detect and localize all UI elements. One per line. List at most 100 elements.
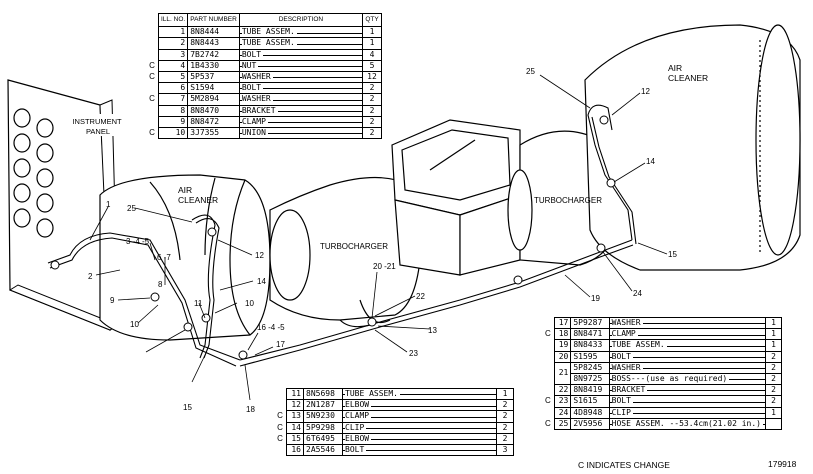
change-flag — [542, 362, 554, 373]
part-number: 5N9230 — [303, 410, 343, 423]
callout-15b: 15 — [668, 250, 677, 259]
quantity: 2 — [764, 395, 783, 408]
change-flag: C — [149, 94, 155, 104]
description: BOLT — [608, 395, 766, 408]
description-text: TUBE ASSEM. — [611, 340, 667, 350]
part-number: 2A5546 — [303, 443, 343, 457]
callout-3-4-5: 3 -4 -5 — [126, 237, 150, 246]
quantity: 5 — [362, 59, 382, 72]
callout-25b: 25 — [526, 67, 535, 76]
part-number: 8N8444 — [187, 26, 240, 39]
ill-number: 14 — [286, 421, 304, 434]
callout-6-7: 6 -7 — [157, 253, 171, 262]
left-air-cleaner-label: AIR CLEANER — [178, 185, 218, 205]
fittings — [50, 115, 616, 360]
description: CLIP — [608, 406, 766, 419]
change-flag — [274, 444, 287, 455]
description: TUBE ASSEM. — [238, 26, 364, 39]
description: ELBOW — [342, 399, 497, 412]
description: WASHER — [608, 361, 766, 374]
part-number: 8N8471 — [570, 328, 610, 341]
exhaust-box — [391, 119, 521, 276]
description-text: BRACKET — [241, 105, 278, 115]
ill-number: 19 — [553, 339, 572, 352]
left-air-word: AIR — [178, 185, 192, 195]
description-text: BOLT — [241, 83, 264, 93]
ill-number: 5 — [157, 70, 189, 84]
quantity: 2 — [496, 410, 514, 423]
ill-number: 17 — [553, 316, 572, 330]
description-text: CLAMP — [611, 329, 638, 339]
description-text: HOSE ASSEM. --53.4cm(21.02 in.) — [611, 418, 763, 428]
description: TUBE ASSEM. — [342, 387, 497, 401]
right-air-cleaner — [584, 24, 801, 271]
description-text: BOSS---(use as required) — [611, 374, 730, 384]
ill-number: 12 — [286, 399, 304, 412]
callout-22: 22 — [416, 292, 425, 301]
description-header: DESCRIPTION — [238, 12, 364, 28]
change-flag: C — [544, 329, 551, 339]
description: CLIP — [342, 421, 497, 434]
change-flag — [542, 340, 554, 351]
description-text: UNION — [241, 127, 268, 137]
description-text: CLIP — [345, 422, 367, 432]
part-number: S1594 — [187, 82, 240, 95]
description-text: TUBE ASSEM. — [241, 27, 297, 37]
change-flag — [274, 400, 287, 411]
ill-number: 25 — [553, 417, 572, 430]
quantity: 2 — [362, 126, 382, 140]
instrument-panel-word1: INSTRUMENT — [72, 117, 122, 126]
part-number: 8N8443 — [187, 37, 240, 50]
part-number: 5M2894 — [187, 93, 240, 106]
part-number: 5P9287 — [570, 316, 610, 330]
part-number: 8N8472 — [187, 115, 240, 128]
change-flag: C — [149, 127, 155, 137]
change-indicator-note: C INDICATES CHANGE — [578, 460, 670, 470]
callout-9: 9 — [110, 296, 115, 305]
part-number: 5P9298 — [303, 421, 343, 434]
instrument-panel-label: INSTRUMENT PANEL — [72, 117, 123, 136]
description-text: BOLT — [611, 396, 633, 406]
description: TUBE ASSEM. — [608, 339, 766, 352]
ill-number: 13 — [286, 410, 304, 423]
ill-number: 23 — [553, 395, 572, 408]
callout-8: 8 — [158, 280, 163, 289]
quantity: 2 — [362, 115, 382, 128]
ill-number: 6 — [157, 82, 189, 95]
change-flag: C — [277, 411, 283, 421]
description-text: BRACKET — [611, 385, 648, 395]
quantity: 1 — [362, 37, 382, 50]
change-flag: C — [544, 418, 551, 428]
change-flag — [146, 38, 159, 49]
callout-14a: 14 — [257, 277, 266, 286]
callout-12b: 12 — [641, 87, 650, 96]
part-number-header: PART NUMBER — [187, 12, 240, 28]
ill-number: 22 — [553, 384, 572, 397]
change-flag: C — [277, 433, 283, 443]
part-number: 8N8419 — [570, 384, 610, 397]
ill-number: 7 — [157, 93, 189, 106]
quantity: 1 — [496, 387, 514, 401]
change-flag — [146, 105, 159, 116]
ill-number: 24 — [553, 406, 572, 419]
quantity: 2 — [764, 361, 783, 374]
description-text: CLAMP — [345, 411, 372, 421]
quantity: 2 — [764, 372, 783, 386]
quantity: 1 — [764, 328, 783, 341]
part-number: 8N5698 — [303, 387, 343, 401]
ill-number: 10 — [157, 126, 189, 140]
change-flag: C — [149, 72, 155, 82]
description-text: ELBOW — [345, 433, 372, 443]
change-flag — [542, 385, 554, 396]
